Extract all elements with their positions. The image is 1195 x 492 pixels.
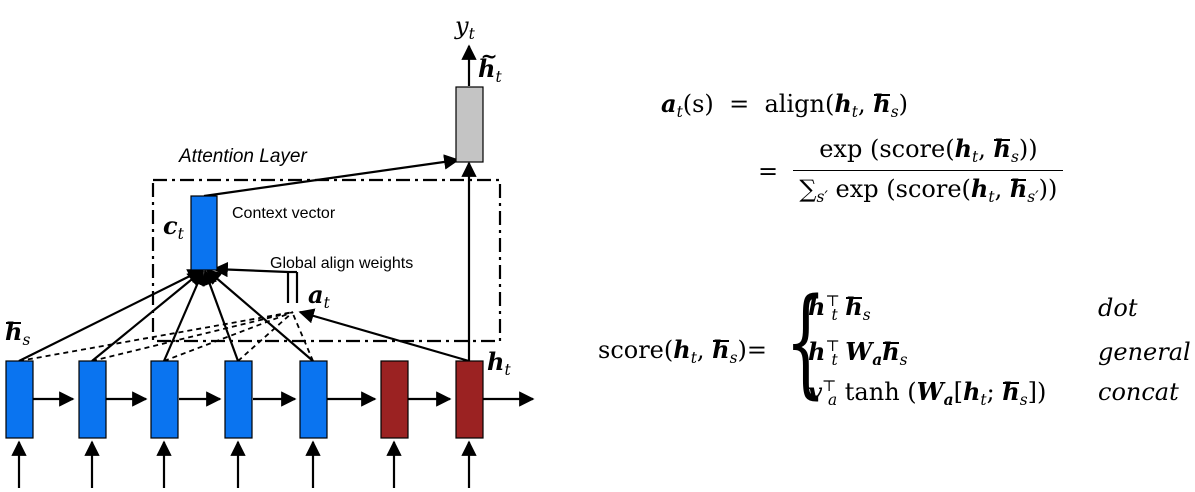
fraction-numerator: exp (score(ht, hs)) <box>819 134 1038 166</box>
input-arrows <box>11 440 477 488</box>
attention-layer-label: Attention Layer <box>179 146 307 167</box>
fraction-denominator: ∑s′ exp (score(ht, hs′)) <box>793 170 1064 205</box>
score-equation-lhs: score(ht, hs)= <box>598 335 767 367</box>
case-general-name: general <box>1098 338 1191 366</box>
output-label: yt <box>455 12 475 43</box>
case-dot-expression: h⊤t hs <box>808 292 871 324</box>
target-hidden-symbol: ht <box>487 347 511 379</box>
source-hidden-states <box>5 360 328 439</box>
source-state <box>299 360 328 439</box>
attention-layer-box <box>151 178 502 343</box>
source-state <box>5 360 34 439</box>
align-equation-line2: = exp (score(ht, hs)) ∑s′ exp (score(ht,… <box>758 134 1064 206</box>
source-state <box>78 360 107 439</box>
softmax-fraction: exp (score(ht, hs)) ∑s′ exp (score(ht, h… <box>793 134 1064 206</box>
target-state <box>455 360 484 439</box>
context-to-attentional-line <box>203 154 460 198</box>
context-lines <box>18 268 314 362</box>
case-concat-expression: v⊤a tanh (Wa[ht; hs]) <box>808 377 1047 409</box>
attentional-state-box <box>455 86 484 163</box>
case-dot-name: dot <box>1098 294 1138 322</box>
case-general-expression: h⊤t Wahs <box>808 337 908 369</box>
source-hidden-symbol: hs <box>5 317 31 349</box>
alignment-dashed-lines <box>18 311 314 362</box>
target-state <box>380 360 409 439</box>
case-concat-name: concat <box>1098 378 1179 406</box>
align-to-context <box>212 261 299 303</box>
attentional-hidden-label: ht <box>478 46 502 85</box>
context-vector-symbol: ct <box>163 211 184 243</box>
context-vector-label: Context vector <box>232 205 336 222</box>
source-state <box>224 360 253 439</box>
align-equation-line1: at(s) = align(ht, hs) <box>661 89 908 121</box>
source-state <box>150 360 179 439</box>
align-weights-symbol: at <box>308 280 330 312</box>
target-hidden-states <box>380 360 484 439</box>
context-vector-box <box>190 195 218 271</box>
cases-brace: { <box>785 272 827 410</box>
target-to-align-line <box>298 308 470 363</box>
global-align-weights-label: Global align weights <box>270 255 414 272</box>
